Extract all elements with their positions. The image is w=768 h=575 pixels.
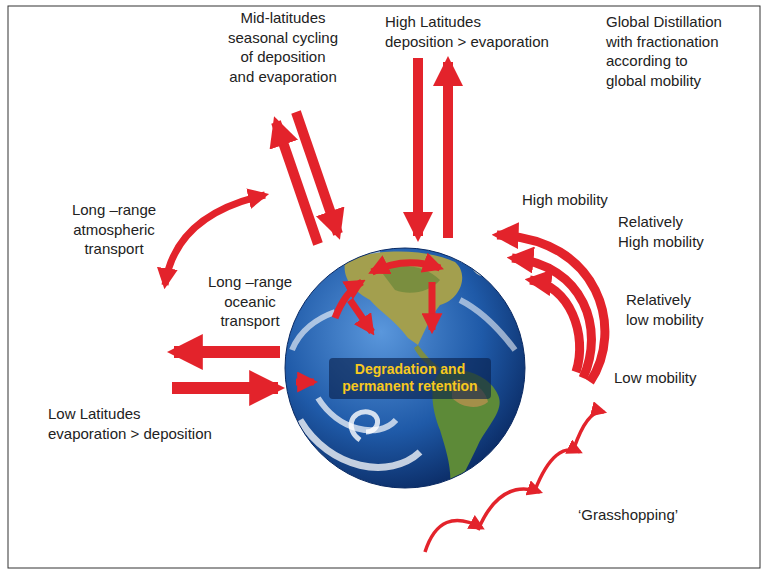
mobility-label: Low mobility (614, 368, 697, 388)
globe-illustration (285, 248, 525, 494)
region-label: Mid-latitudes seasonal cycling of deposi… (226, 8, 340, 86)
mobility-label: Relatively High mobility (618, 212, 708, 251)
node-text: Degradation and permanent retention (329, 358, 491, 399)
region-label: High Latitudes deposition > evaporation (385, 12, 551, 51)
process-label: ‘Grasshopping’ (578, 505, 678, 525)
transport-label: Long –range atmospheric transport (66, 200, 162, 259)
transport-label: Long –range oceanic transport (205, 272, 295, 331)
transport-arrows (165, 58, 605, 552)
globe-node: Degradation and permanent retention (285, 248, 525, 488)
heading-note: Global Distillation with fractionation a… (606, 12, 730, 90)
region-label: Low Latitudes evaporation > deposition (48, 404, 216, 443)
mobility-label: Relatively low mobility (626, 290, 716, 329)
mobility-label: High mobility (522, 190, 608, 210)
frame (8, 6, 760, 568)
